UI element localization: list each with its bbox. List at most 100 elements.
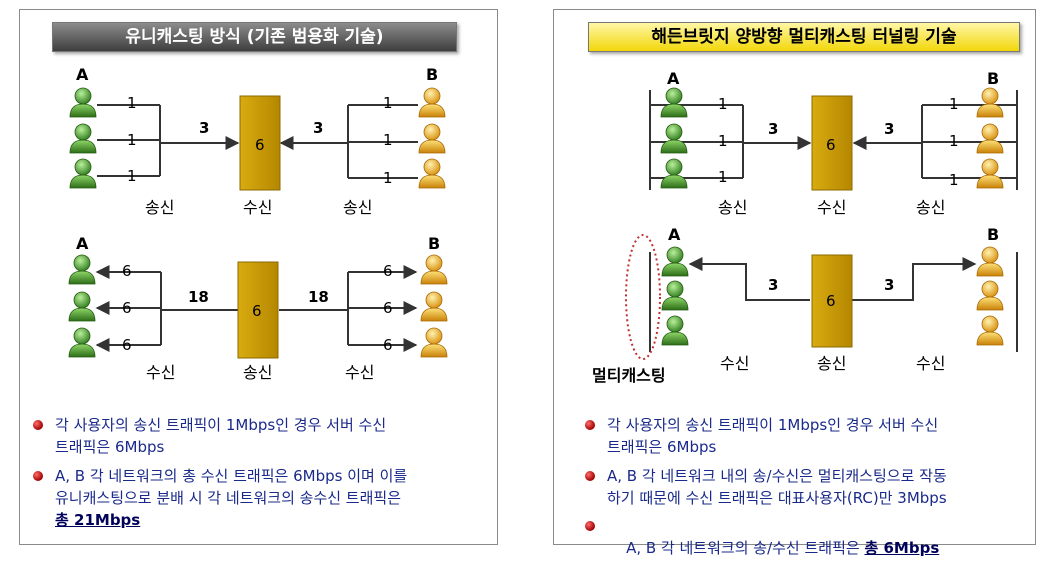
user-icon xyxy=(68,291,96,322)
group-a-label: A xyxy=(76,234,89,253)
caption: 송신 xyxy=(343,198,372,217)
user-icon xyxy=(660,87,688,118)
bullet-line: 유니캐스팅으로 분배 시 각 네트워크의 송수신 트래픽은 xyxy=(55,489,402,507)
bullet-dot-icon xyxy=(585,521,595,531)
left-top-group-b xyxy=(418,87,446,189)
left-bottom-group-b xyxy=(420,254,448,358)
link-value: 1 xyxy=(383,169,393,187)
server-value: 6 xyxy=(826,136,836,154)
link-value: 1 xyxy=(949,171,959,189)
bullet-emphasis: 총 21Mbps xyxy=(55,511,141,529)
user-icon xyxy=(418,123,446,154)
group-b-label: B xyxy=(987,69,999,88)
bullet-dot-icon xyxy=(33,420,43,430)
left-bottom-diagram xyxy=(95,265,418,352)
trunk-value: 3 xyxy=(884,120,894,138)
group-b-label: B xyxy=(426,65,438,84)
user-icon xyxy=(660,123,688,154)
trunk-value: 3 xyxy=(768,276,778,294)
bullet-line: 트래픽은 6Mbps xyxy=(607,438,717,456)
user-icon xyxy=(660,158,688,189)
bullet-line: A, B 각 네트워크 내의 송/수신은 멀티캐스팅으로 작동 xyxy=(607,467,947,485)
link-value: 6 xyxy=(383,262,393,280)
user-icon xyxy=(69,158,97,189)
trunk-value: 3 xyxy=(313,119,323,137)
caption: 수신 xyxy=(345,363,374,382)
multicast-label: 멀티캐스팅 xyxy=(592,366,666,385)
link-value: 6 xyxy=(383,299,393,317)
left-bullet-2: A, B 각 네트워크의 총 수신 트래픽은 6Mbps 이며 이를 유니캐스팅… xyxy=(33,465,488,531)
user-icon xyxy=(68,327,96,358)
user-icon xyxy=(69,87,97,118)
right-top-group-a xyxy=(660,87,688,189)
trunk-value: 18 xyxy=(188,288,209,306)
user-icon xyxy=(976,280,1004,311)
user-icon xyxy=(976,87,1004,118)
right-top-group-b xyxy=(976,87,1004,189)
bullet-line: 각 사용자의 송신 트래픽이 1Mbps인 경우 서버 수신 xyxy=(607,416,939,434)
server-value: 6 xyxy=(826,292,836,310)
right-title: 해든브릿지 양방향 멀티캐스팅 터널링 기술 xyxy=(588,22,1020,52)
left-bullet-1: 각 사용자의 송신 트래픽이 1Mbps인 경우 서버 수신 트래픽은 6Mbp… xyxy=(33,414,488,458)
left-bottom-group-a xyxy=(68,254,96,358)
right-bottom-group-b xyxy=(976,246,1004,346)
trunk-value: 3 xyxy=(884,276,894,294)
caption: 송신 xyxy=(718,198,747,217)
user-icon xyxy=(976,158,1004,189)
bullet-line: 트래픽은 6Mbps xyxy=(55,438,165,456)
user-icon xyxy=(976,246,1004,277)
link-value: 6 xyxy=(122,299,132,317)
left-top-group-a xyxy=(69,87,97,189)
caption: 수신 xyxy=(817,198,846,217)
group-b-label: B xyxy=(428,234,440,253)
user-icon xyxy=(661,246,689,277)
user-icon xyxy=(68,254,96,285)
link-value: 1 xyxy=(718,95,728,113)
bullet-dot-icon xyxy=(585,471,595,481)
right-top-server xyxy=(811,95,853,191)
group-a-label: A xyxy=(76,65,89,84)
right-bullet-1: 각 사용자의 송신 트래픽이 1Mbps인 경우 서버 수신 트래픽은 6Mbp… xyxy=(585,414,1030,458)
bullet-dot-icon xyxy=(585,420,595,430)
user-icon xyxy=(661,315,689,346)
multicast-ring xyxy=(625,234,661,360)
caption: 송신 xyxy=(916,198,945,217)
link-value: 1 xyxy=(127,94,137,112)
link-value: 1 xyxy=(383,94,393,112)
right-bullet-3: A, B 각 네트워크의 송/수신 트래픽은 총 6Mbps xyxy=(585,515,1030,557)
link-value: 6 xyxy=(122,262,132,280)
right-bottom-server xyxy=(811,254,853,348)
user-icon xyxy=(418,87,446,118)
server-value: 6 xyxy=(255,136,265,154)
caption: 송신 xyxy=(817,354,846,373)
group-a-label: A xyxy=(667,69,680,88)
link-value: 1 xyxy=(127,167,137,185)
trunk-value: 3 xyxy=(768,120,778,138)
link-value: 6 xyxy=(122,336,132,354)
user-icon xyxy=(420,327,448,358)
caption: 수신 xyxy=(146,363,175,382)
user-icon xyxy=(976,123,1004,154)
caption: 송신 xyxy=(243,363,272,382)
right-bottom-diagram xyxy=(649,252,1018,352)
left-top-diagram xyxy=(97,104,418,179)
user-icon xyxy=(420,291,448,322)
user-icon xyxy=(69,123,97,154)
network-diagrams: A B 1 1 1 1 1 1 3 3 6 송신 수신 송신 A xyxy=(68,65,1018,385)
link-value: 1 xyxy=(718,168,728,186)
link-value: 1 xyxy=(383,131,393,149)
bullet-emphasis: 총 6Mbps xyxy=(864,539,940,557)
link-value: 1 xyxy=(718,132,728,150)
bullet-line: A, B 각 네트워크의 총 수신 트래픽은 6Mbps 이며 이를 xyxy=(55,467,408,485)
bullet-line: 하기 때문에 수신 트래픽은 대표사용자(RC)만 3Mbps xyxy=(607,489,947,507)
link-value: 1 xyxy=(127,131,137,149)
right-bullet-2: A, B 각 네트워크 내의 송/수신은 멀티캐스팅으로 작동 하기 때문에 수… xyxy=(585,465,1030,509)
caption: 수신 xyxy=(916,354,945,373)
trunk-value: 3 xyxy=(199,119,209,137)
caption: 수신 xyxy=(243,198,272,217)
bullet-line: A, B 각 네트워크의 송/수신 트래픽은 xyxy=(626,539,865,557)
right-bottom-group-a xyxy=(661,246,689,346)
link-value: 6 xyxy=(383,336,393,354)
server-value: 6 xyxy=(252,302,262,320)
bullet-dot-icon xyxy=(33,471,43,481)
